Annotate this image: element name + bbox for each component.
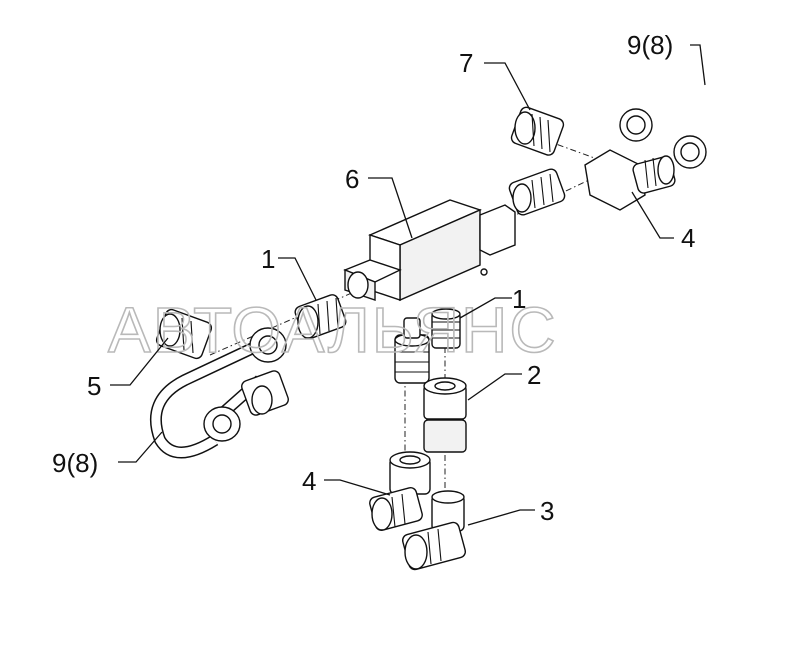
callout-4-right: 4 [681, 223, 695, 253]
elbow-part-4-bottom [369, 451, 431, 531]
adapter-part-1-left [294, 294, 347, 340]
callout-1-left: 1 [261, 244, 275, 274]
callout-4-bottom: 4 [302, 466, 316, 496]
adapter-right-of-tee [508, 168, 566, 216]
callout-6: 6 [345, 164, 359, 194]
callout-9-8-top: 9(8) [627, 30, 673, 60]
u-tube-part-9-left [150, 327, 289, 459]
adapter-part-7 [510, 106, 565, 156]
elbow-part-4-right [584, 149, 676, 211]
callout-7: 7 [459, 48, 473, 78]
callout-2: 2 [527, 360, 541, 390]
callout-1-mid: 1 [512, 284, 526, 314]
elbow-part-3 [401, 490, 467, 571]
leader-lines [110, 44, 706, 526]
callout-3: 3 [540, 496, 554, 526]
callout-9-8-left: 9(8) [52, 448, 98, 478]
tee-body-part-6 [343, 199, 516, 302]
callout-5: 5 [87, 371, 101, 401]
callout-labels: 7 9(8) 6 4 1 1 5 2 9(8) 4 3 [52, 30, 695, 526]
union-part-2 [423, 377, 467, 453]
adapter-part-1-mid [431, 308, 461, 349]
adapter-part-5 [155, 308, 213, 360]
u-tube-part-9-top [619, 66, 765, 169]
watermark-text: АВТОАЛЬЯНС [108, 294, 558, 366]
adapter-under-tee [394, 317, 430, 384]
